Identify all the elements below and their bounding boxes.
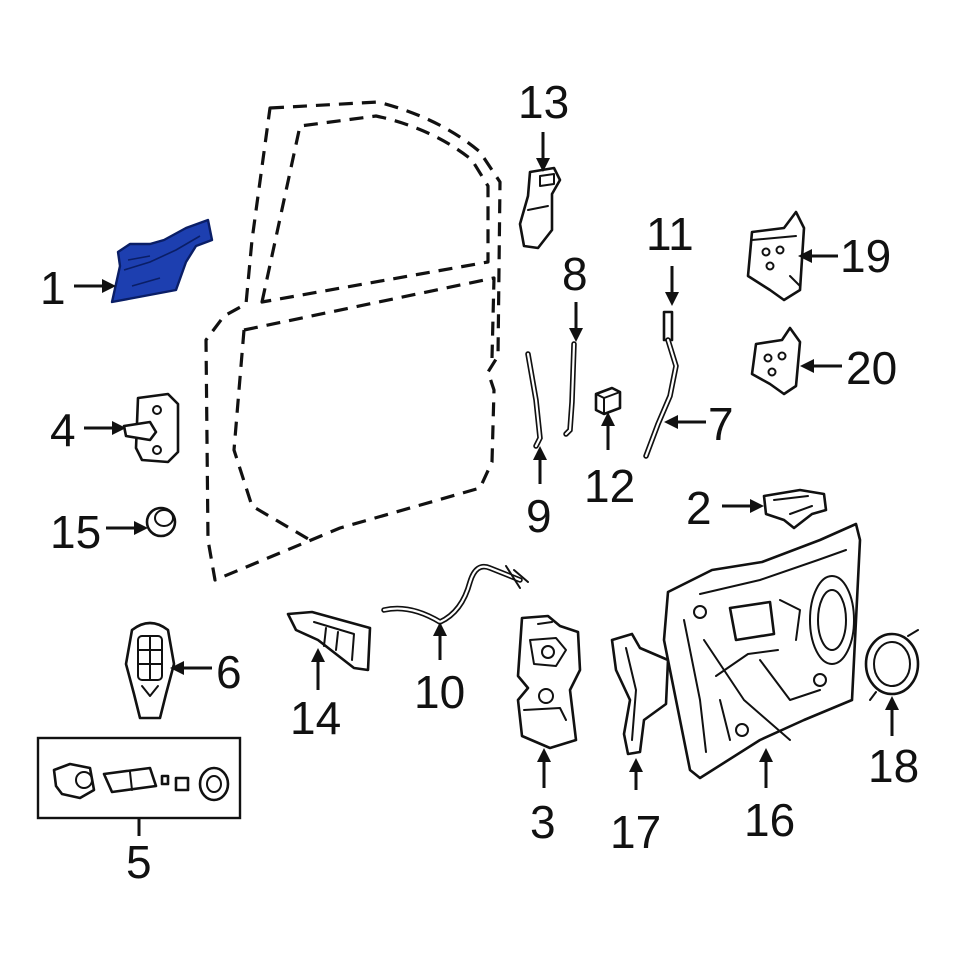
part-19-upper-hinge[interactable] [746, 210, 806, 302]
callout-13: 13 [518, 76, 569, 128]
callout-17: 17 [610, 806, 661, 858]
door-outline [204, 100, 502, 582]
arrow-13 [536, 132, 550, 172]
arrow-19 [798, 249, 838, 263]
part-5-lock-cylinder-kit[interactable] [36, 736, 242, 820]
callout-2: 2 [686, 482, 712, 534]
part-4-door-striker[interactable] [122, 392, 180, 464]
part-10-cable[interactable] [381, 563, 529, 626]
arrow-14 [311, 648, 325, 690]
arrow-4 [84, 421, 126, 435]
arrow-8 [569, 302, 583, 342]
callout-14: 14 [290, 692, 341, 744]
callout-15: 15 [50, 506, 101, 558]
arrow-6 [170, 661, 212, 675]
part-11-cable-end[interactable] [662, 310, 674, 342]
arrow-2 [722, 499, 764, 513]
arrow-10 [433, 622, 447, 660]
arrow-7 [664, 415, 706, 429]
callout-7: 7 [708, 398, 734, 450]
part-13-handle-bracket[interactable] [518, 166, 562, 250]
callout-18: 18 [868, 740, 919, 792]
callout-9: 9 [526, 490, 552, 542]
arrow-20 [800, 359, 842, 373]
callout-11: 11 [646, 208, 694, 260]
arrow-17 [629, 758, 643, 790]
arrow-1 [74, 279, 116, 293]
callout-8: 8 [562, 248, 588, 300]
part-6-key-fob[interactable] [124, 621, 176, 720]
part-2-handle-component[interactable] [762, 488, 828, 530]
part-17-bracket[interactable] [610, 632, 670, 756]
part-8-control-rod[interactable] [563, 341, 577, 437]
part-9-control-rod[interactable] [525, 351, 543, 449]
callout-16: 16 [744, 794, 795, 846]
callout-3: 3 [530, 796, 556, 848]
callout-12: 12 [584, 460, 635, 512]
arrow-12 [601, 412, 615, 450]
part-18-access-cover[interactable] [864, 629, 920, 701]
callout-4: 4 [50, 404, 76, 456]
part-15-bumper[interactable] [145, 506, 177, 538]
part-12-clip[interactable] [594, 386, 622, 416]
callout-1: 1 [40, 262, 66, 314]
arrow-16 [759, 748, 773, 788]
callout-5: 5 [126, 836, 152, 888]
callout-10: 10 [414, 666, 465, 718]
part-1-outside-door-handle[interactable] [110, 218, 214, 304]
part-20-lower-hinge[interactable] [750, 326, 802, 396]
arrow-15 [106, 521, 148, 535]
part-7-cable[interactable] [643, 337, 679, 459]
arrow-3 [537, 748, 551, 788]
part-14-bracket[interactable] [286, 610, 372, 672]
callout-20: 20 [846, 342, 897, 394]
arrow-11 [665, 266, 679, 306]
part-16-window-regulator-panel[interactable] [662, 522, 862, 780]
callout-6: 6 [216, 646, 242, 698]
arrow-9 [533, 446, 547, 484]
callout-19: 19 [840, 230, 891, 282]
part-3-door-latch[interactable] [516, 614, 582, 750]
arrow-18 [885, 696, 899, 736]
